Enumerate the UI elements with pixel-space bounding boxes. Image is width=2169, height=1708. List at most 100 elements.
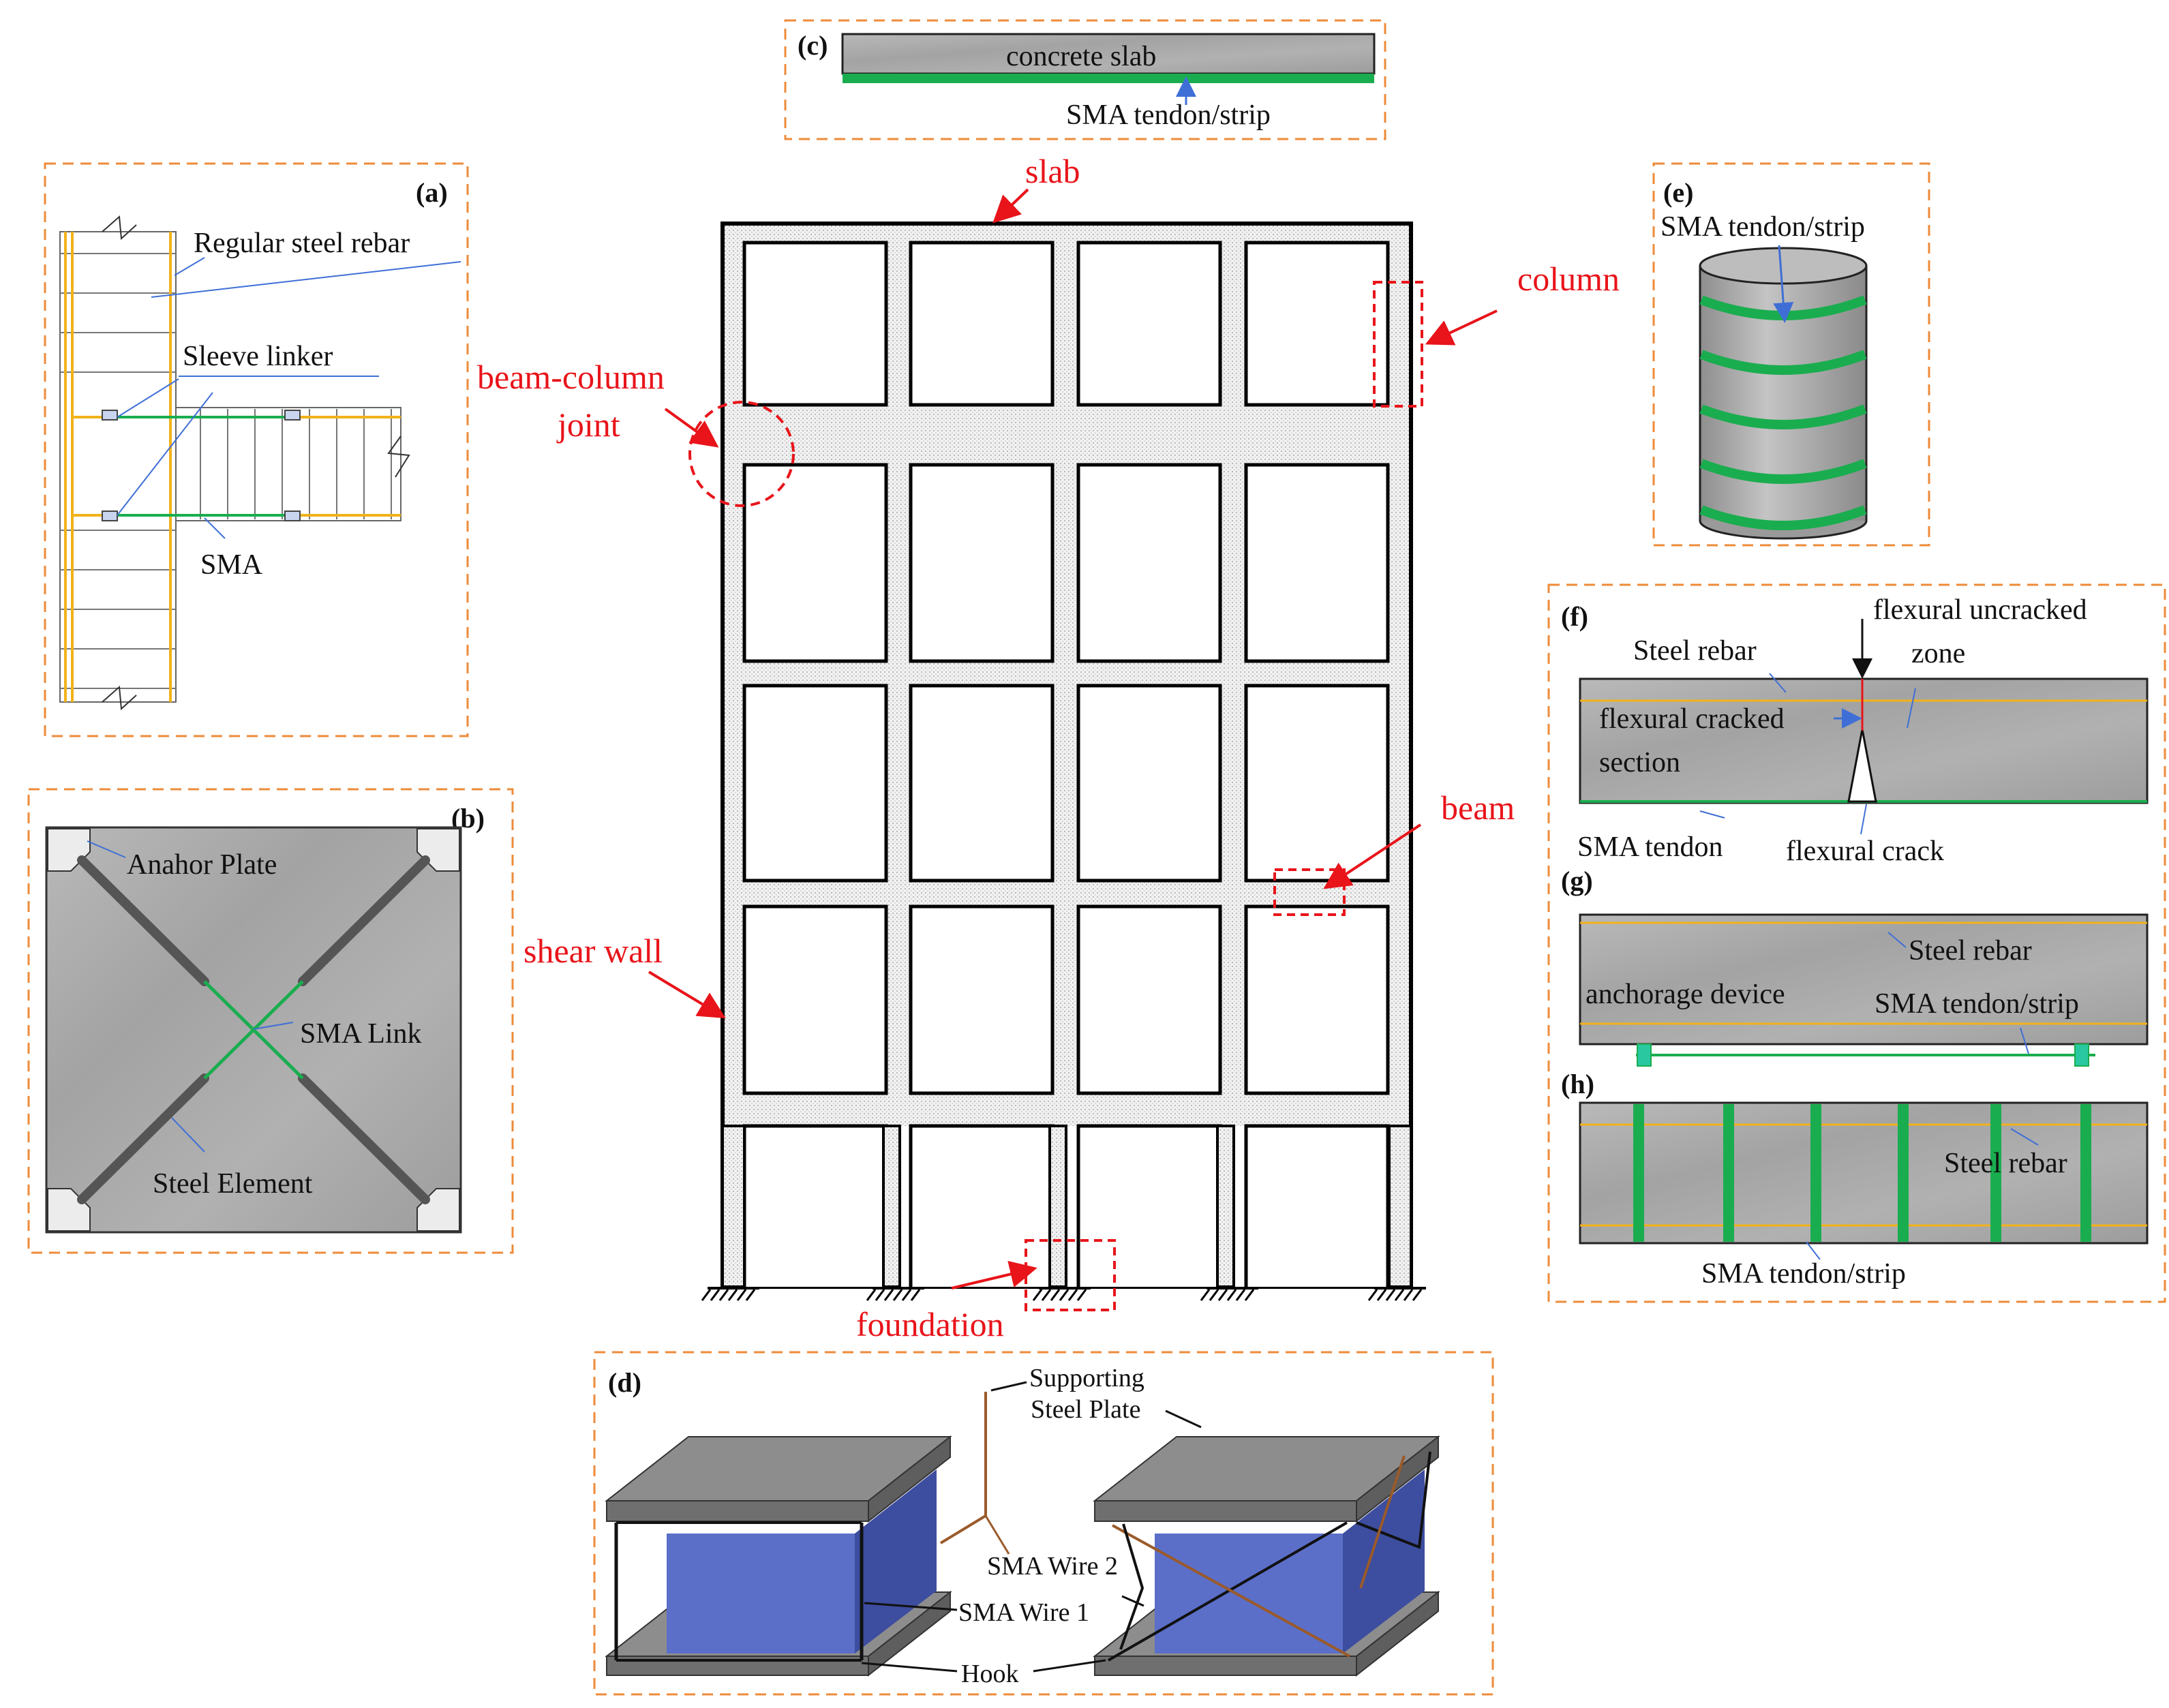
- bearing-left-core-side: [855, 1469, 937, 1653]
- sma-wrap-2: [1699, 350, 1867, 375]
- panel-c-tag: (c): [798, 30, 828, 61]
- sleeve-leader-1: [117, 378, 179, 418]
- concrete-slab-shape: [841, 33, 1376, 75]
- cracked-label-2: section: [1599, 747, 1680, 778]
- panel-b: (b) Anahor Plate SMA Link Steel Element: [27, 788, 514, 1254]
- column-body: [59, 231, 177, 703]
- hook-label: Hook: [961, 1660, 1018, 1688]
- wire1-right-diag: [1108, 1521, 1348, 1662]
- panel-a-border: [44, 162, 469, 737]
- support-hatch-5-6: [1412, 1289, 1423, 1301]
- sma-wire-1-label: SMA Wire 1: [958, 1598, 1089, 1627]
- foundation-label: foundation: [856, 1305, 1004, 1343]
- vertical-strip-4: [1898, 1104, 1909, 1242]
- sleeve-linker-label: Sleeve linker: [183, 341, 333, 372]
- panel-a-tag: (a): [416, 177, 448, 208]
- uncracked-leader: [1907, 688, 1916, 729]
- rebar-leader-1: [151, 261, 461, 298]
- vertical-strip-6: [2080, 1104, 2091, 1242]
- supporting-label-2: Steel Plate: [1031, 1395, 1140, 1424]
- steel-rebar-g-label: Steel rebar: [1909, 935, 2032, 966]
- bearing-left-core-front: [667, 1534, 855, 1653]
- sleeve-leader-2: [117, 392, 213, 516]
- wire1-leader-1: [864, 1602, 958, 1611]
- ground-column-2: [882, 1125, 901, 1288]
- frame-bay-1-1: [742, 241, 888, 407]
- panel-e: (e) SMA tendon/strip: [1652, 162, 1930, 547]
- joint-callout-circle: [688, 401, 795, 507]
- panel-e-tag: (e): [1663, 177, 1693, 208]
- foundation-supports: [701, 1287, 1426, 1301]
- support-hatch-4-3: [1217, 1289, 1228, 1301]
- vertical-strip-1: [1633, 1104, 1644, 1242]
- ground-column-5: [1388, 1125, 1412, 1288]
- frame-bay-4-4: [1244, 904, 1390, 1095]
- shear-wall-arrow: [648, 971, 726, 1019]
- vertical-strip-3: [1810, 1104, 1821, 1242]
- beam-h-body: [1579, 1101, 2149, 1245]
- sleeve-bottom-left: [102, 510, 118, 521]
- support-hatch-2-1: [866, 1289, 877, 1301]
- rebar-leader-2: [174, 257, 205, 276]
- beam-g-body: [1579, 913, 2149, 1046]
- steel-element-tl: [77, 855, 209, 986]
- frame-bay-2-3: [1076, 463, 1222, 663]
- joint-label: joint: [556, 406, 620, 444]
- column-callout-box: [1373, 281, 1423, 408]
- support-hatch-1-6: [745, 1289, 756, 1301]
- sma-link-2: [203, 980, 304, 1080]
- panel-f: (f) Steel rebar flexural uncracked zone …: [1561, 594, 2149, 867]
- ground-column-3: [1048, 1125, 1067, 1288]
- support-hatch-4-1: [1200, 1289, 1211, 1301]
- flexural-crack-label: flexural crack: [1786, 836, 1944, 867]
- panel-f-tag: (f): [1561, 601, 1588, 632]
- panel-e-border: [1652, 162, 1930, 547]
- beam-stirrups: [200, 409, 392, 519]
- panel-h-tag: (h): [1561, 1069, 1594, 1099]
- cylinder-leader: [1773, 245, 1794, 323]
- frame-bay-4-1: [742, 904, 888, 1095]
- panel-fgh: (f) Steel rebar flexural uncracked zone …: [1547, 583, 2166, 1303]
- concrete-slab-label: concrete slab: [1006, 41, 1156, 72]
- panel-b-border: [27, 788, 514, 1254]
- frame-bay-3-2: [909, 684, 1055, 883]
- anchor-plate-label: Anahor Plate: [127, 849, 277, 881]
- sma-link-label: SMA Link: [300, 1018, 422, 1050]
- bearing-right: [1093, 1435, 1440, 1677]
- steel-rebar-h-leader: [2010, 1128, 2039, 1146]
- support-hatch-1-5: [736, 1289, 747, 1301]
- column-label: column: [1517, 260, 1620, 298]
- sma-wrap-5: [1699, 505, 1867, 530]
- bearing-left-top-side: [868, 1435, 951, 1523]
- bearing-right-top-front: [1094, 1500, 1357, 1522]
- support-hatch-3-4: [1059, 1289, 1070, 1301]
- tendon-g-leader: [2020, 1027, 2029, 1054]
- frame-bay-2-1: [742, 463, 888, 663]
- sma-wrap-3: [1699, 404, 1867, 429]
- support-hatch-3-2: [1041, 1289, 1052, 1301]
- support-hatch-3-5: [1067, 1289, 1078, 1301]
- frame-bay-4-3: [1076, 904, 1222, 1095]
- sma-tendon-f-label: SMA tendon: [1577, 832, 1723, 863]
- support-hatch-3-1: [1032, 1289, 1043, 1301]
- support-hatch-1-1: [701, 1289, 712, 1301]
- uncracked-label-1: flexural uncracked: [1873, 594, 2087, 626]
- foundation-arrow: [951, 1260, 1037, 1290]
- sma-tendon-f-leader: [1699, 810, 1725, 819]
- beam-label: beam: [1441, 789, 1515, 827]
- anchorage-device-label: anchorage device: [1586, 979, 1785, 1010]
- supporting-leader-1: [990, 1381, 1027, 1392]
- support-hatch-3-3: [1050, 1289, 1061, 1301]
- steel-element-label: Steel Element: [153, 1168, 313, 1200]
- beam-column-label: beam-column: [477, 358, 665, 396]
- frame-bay-4-2: [909, 904, 1055, 1095]
- support-hatch-2-2: [875, 1289, 885, 1301]
- beam-body: [175, 407, 401, 521]
- foundation-callout-box: [1025, 1239, 1116, 1311]
- steel-rebar-h-label: Steel rebar: [1944, 1148, 2067, 1179]
- slab-label: slab: [1025, 152, 1080, 190]
- panel-d-tag: (d): [608, 1367, 641, 1398]
- vertical-sma-strips: [1633, 1104, 2091, 1242]
- bearing-right-base-front: [1094, 1656, 1357, 1676]
